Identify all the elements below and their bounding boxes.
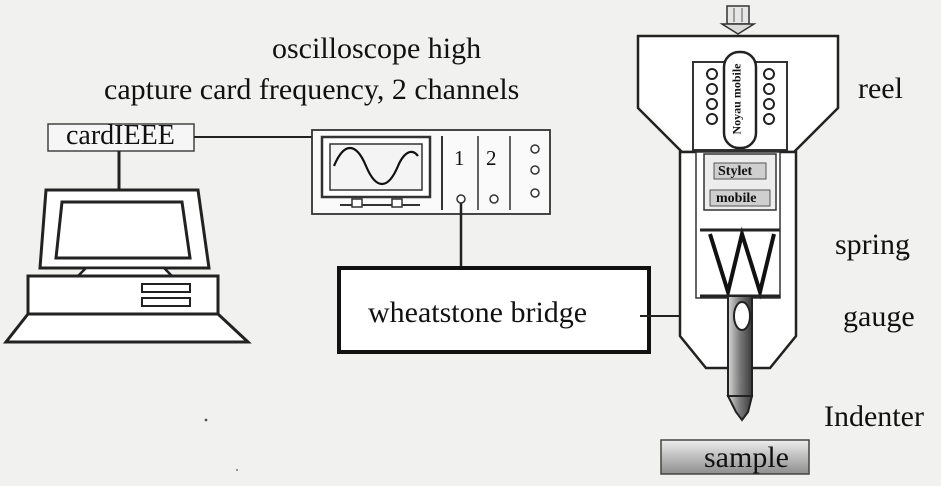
coil-left <box>706 68 718 125</box>
indentation-head <box>636 5 840 475</box>
spring-label: spring <box>835 228 910 261</box>
scan-speck <box>236 469 238 471</box>
sample-block <box>660 439 810 475</box>
knob <box>530 188 540 198</box>
wheatstone-bridge-label: wheatstone bridge <box>368 296 588 329</box>
indenter-tip <box>726 395 754 422</box>
sine-wave <box>332 146 419 186</box>
capture-card-box <box>47 123 195 152</box>
coil-right <box>763 68 775 125</box>
wheatstone-bridge-box <box>337 266 651 354</box>
mobile-label: mobile <box>716 191 757 206</box>
strain-gauge <box>733 301 751 331</box>
oscilloscope-title-line-2: capture card frequency, 2 channels <box>104 73 520 106</box>
stylet-tag <box>713 162 767 180</box>
oscilloscope-title-line-1: oscilloscope high <box>272 32 482 65</box>
knob <box>530 144 540 154</box>
reel-label: reel <box>858 72 903 105</box>
scan-speck <box>204 418 208 422</box>
stylet-label: Stylet <box>718 164 753 179</box>
noyau-mobile-label: Noyau mobile <box>729 63 744 135</box>
oscilloscope <box>311 129 551 215</box>
load-arrow <box>726 5 750 25</box>
scan-speck <box>903 256 907 260</box>
channel-2-label: 2 <box>486 146 497 170</box>
sample-label: sample <box>704 441 789 474</box>
computer <box>2 123 252 344</box>
channel-1-label: 1 <box>454 146 465 170</box>
mobile-tag <box>709 189 771 207</box>
card-label: cardIEEE <box>66 120 175 151</box>
channel-2-connector <box>489 194 499 204</box>
mobile-core <box>722 50 758 150</box>
load-arrow-head <box>719 23 757 35</box>
drive-slot <box>141 283 191 293</box>
gauge-label: gauge <box>843 300 915 333</box>
keyboard <box>2 312 252 344</box>
spring-coil <box>708 226 776 300</box>
knob <box>530 165 540 175</box>
screen-foot <box>351 198 363 208</box>
channel-1-connector <box>456 194 466 204</box>
screen-foot <box>391 198 403 208</box>
indenter-label: Indenter <box>824 400 924 433</box>
computer-base <box>26 274 220 316</box>
monitor-screen <box>54 200 192 260</box>
drive-slot <box>141 297 191 307</box>
